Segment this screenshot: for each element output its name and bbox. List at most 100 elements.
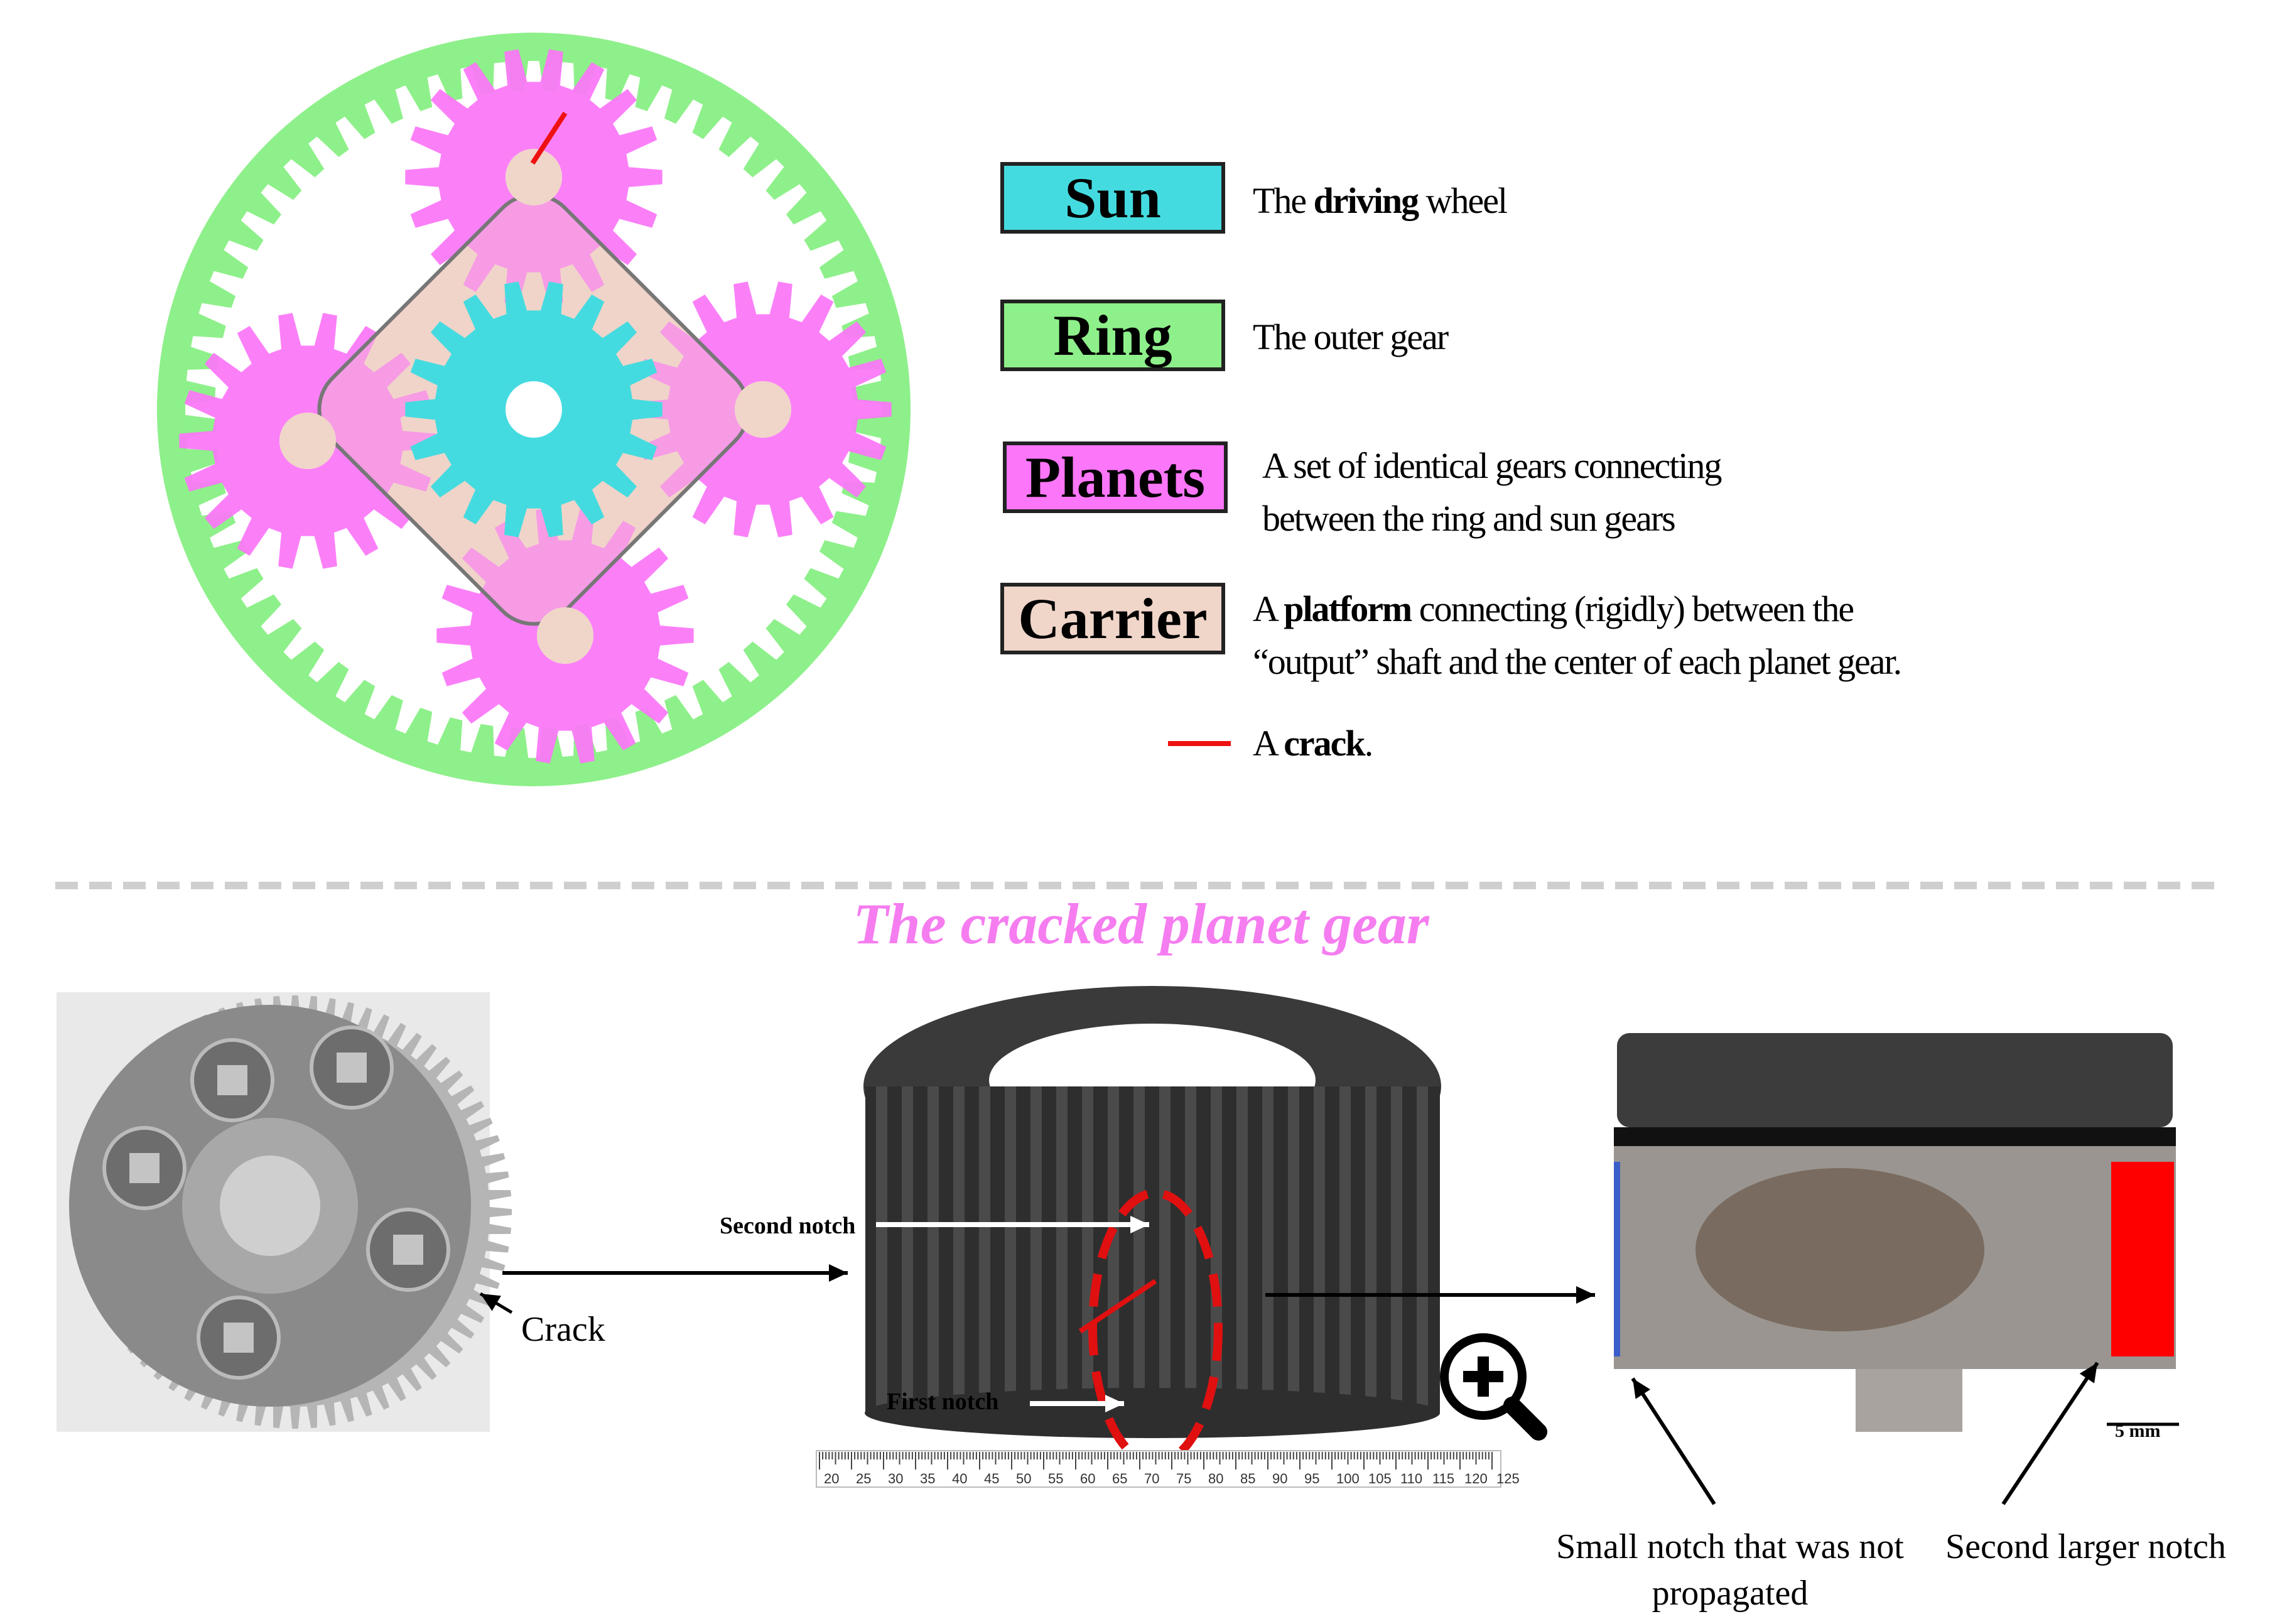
gear-photo-tooth-line: [1314, 1086, 1325, 1413]
arrow-small-notch-head: [1633, 1378, 1651, 1399]
ruler-number: 95: [1304, 1471, 1319, 1486]
gear-photo-bottom: [865, 1388, 1440, 1438]
arrow-to-fracture-head: [1576, 1286, 1595, 1304]
arrow-larger-notch-head: [2079, 1363, 2097, 1383]
crack-mark: [530, 111, 568, 165]
ruler-number: 85: [1240, 1471, 1255, 1486]
sun-hole: [506, 381, 562, 438]
gear-photo-tooth-line: [1133, 1086, 1145, 1413]
scale-bar-label: 5 mm: [2115, 1421, 2161, 1441]
first-notch-label: First notch: [887, 1389, 999, 1415]
assembly-pin-square: [337, 1053, 367, 1083]
gear-photo-tooth-line: [1082, 1086, 1093, 1413]
gear-photo-body: [865, 1086, 1440, 1413]
gear-photo-tooth-line: [1211, 1086, 1222, 1413]
crack-label: Crack: [521, 1310, 605, 1349]
fracture-left-edge: [1614, 1162, 1620, 1356]
gear-photo-crack: [1078, 1279, 1157, 1334]
arrow-first-notch-head: [1105, 1395, 1124, 1412]
ruler-number: 60: [1080, 1471, 1095, 1486]
assembly-pin-square: [217, 1065, 247, 1095]
ruler-number: 125: [1496, 1471, 1520, 1486]
ruler-number: 55: [1048, 1471, 1063, 1486]
arrow-larger-notch: [2001, 1361, 2099, 1505]
gear-photo-tooth-line: [1365, 1086, 1376, 1413]
ruler-number: 45: [984, 1471, 999, 1486]
fracture-stain: [1695, 1168, 1984, 1331]
gear-photo-tooth-line: [1056, 1086, 1068, 1413]
carrier-pin: [537, 607, 593, 664]
legend-planets-box: Planets: [1003, 441, 1228, 513]
ruler-number: 75: [1176, 1471, 1191, 1486]
legend-sun-label: Sun: [1064, 166, 1161, 230]
ruler-number: 90: [1272, 1471, 1287, 1486]
carrier-pin: [735, 381, 791, 438]
fracture-dark-band: [1614, 1127, 2176, 1146]
legend-ring-label: Ring: [1053, 303, 1172, 367]
legend-sun-box: Sun: [1000, 162, 1225, 234]
legend-carrier-box: Carrier: [1000, 583, 1225, 654]
legend-ring-box: Ring: [1000, 300, 1225, 371]
assembly-pin-square: [224, 1323, 254, 1353]
fracture-tab: [1856, 1369, 1962, 1432]
crack-legend-suffix: .: [1364, 723, 1373, 764]
ruler-number: 20: [824, 1471, 839, 1486]
crack-legend-bold: crack: [1284, 723, 1365, 764]
small-notch-label: Small notch that was not propagated: [1556, 1527, 1904, 1613]
gear-photo-tooth-line: [953, 1086, 965, 1413]
gear-photo-tooth-line: [1262, 1086, 1273, 1413]
ruler-number: 40: [952, 1471, 967, 1486]
gear-photo-tooth-line: [1030, 1086, 1042, 1413]
legend-sun-desc: The driving wheel: [1253, 180, 1508, 221]
crack-legend-line: [1168, 741, 1231, 746]
ruler-number: 80: [1208, 1471, 1223, 1486]
assembly-pin-square: [393, 1235, 423, 1265]
gear-photo-tooth-line: [876, 1086, 887, 1413]
ruler-number: 25: [856, 1471, 871, 1486]
ruler-number: 65: [1112, 1471, 1127, 1486]
gear-photo-tooth-line: [1005, 1086, 1016, 1413]
gear-photo-tooth-line: [927, 1086, 939, 1413]
ruler-number: 100: [1336, 1471, 1360, 1486]
gear-photo-tooth-line: [1236, 1086, 1248, 1413]
legend-ring-desc: The outer gear: [1253, 317, 1449, 357]
arrow-small-notch: [1631, 1377, 1716, 1505]
gear-photo-tooth-line: [1159, 1086, 1171, 1413]
legend-planets-label: Planets: [1025, 445, 1206, 509]
gear-system: [157, 33, 911, 786]
arrow-second-notch-head: [1130, 1216, 1149, 1233]
gear-photo-tooth-line: [1391, 1086, 1402, 1413]
second-notch-label: Second notch: [720, 1213, 856, 1239]
assembly-bore: [220, 1156, 320, 1256]
ruler-number: 110: [1400, 1471, 1422, 1486]
ruler-number: 115: [1432, 1471, 1454, 1486]
ruler-number: 120: [1464, 1471, 1488, 1486]
fracture-top-block: [1617, 1033, 2173, 1127]
crack-legend-text: A crack.: [1253, 717, 1373, 770]
gear-photo-tooth-line: [1288, 1086, 1299, 1413]
crack-legend-prefix: A: [1253, 723, 1284, 764]
section-title: The cracked planet gear: [853, 892, 1429, 956]
carrier-pin: [506, 149, 562, 205]
assembly-pin-square: [129, 1153, 160, 1183]
ruler-number: 105: [1368, 1471, 1392, 1486]
arrow-crack-head: [480, 1294, 501, 1311]
section-divider: [55, 882, 2222, 889]
gear-photo-tooth-line: [1417, 1086, 1428, 1413]
zoom-in-icon: [1432, 1325, 1557, 1451]
gear-photo-tooth-line: [1339, 1086, 1351, 1413]
second-larger-notch-label: Second larger notch: [1945, 1527, 2226, 1566]
carrier-pin: [279, 413, 336, 469]
legend-carrier-desc: A platform connecting (rigidly) between …: [1253, 588, 1902, 682]
ruler-number: 30: [888, 1471, 903, 1486]
gear-photo-tooth-line: [1108, 1086, 1119, 1413]
gear-photo-tooth-line: [902, 1086, 913, 1413]
ruler-number: 50: [1016, 1471, 1031, 1486]
second-larger-notch-mark: [2111, 1162, 2174, 1356]
ruler-number: 70: [1144, 1471, 1159, 1486]
legend-carrier-label: Carrier: [1018, 587, 1208, 651]
arrows: [479, 1216, 2099, 1505]
